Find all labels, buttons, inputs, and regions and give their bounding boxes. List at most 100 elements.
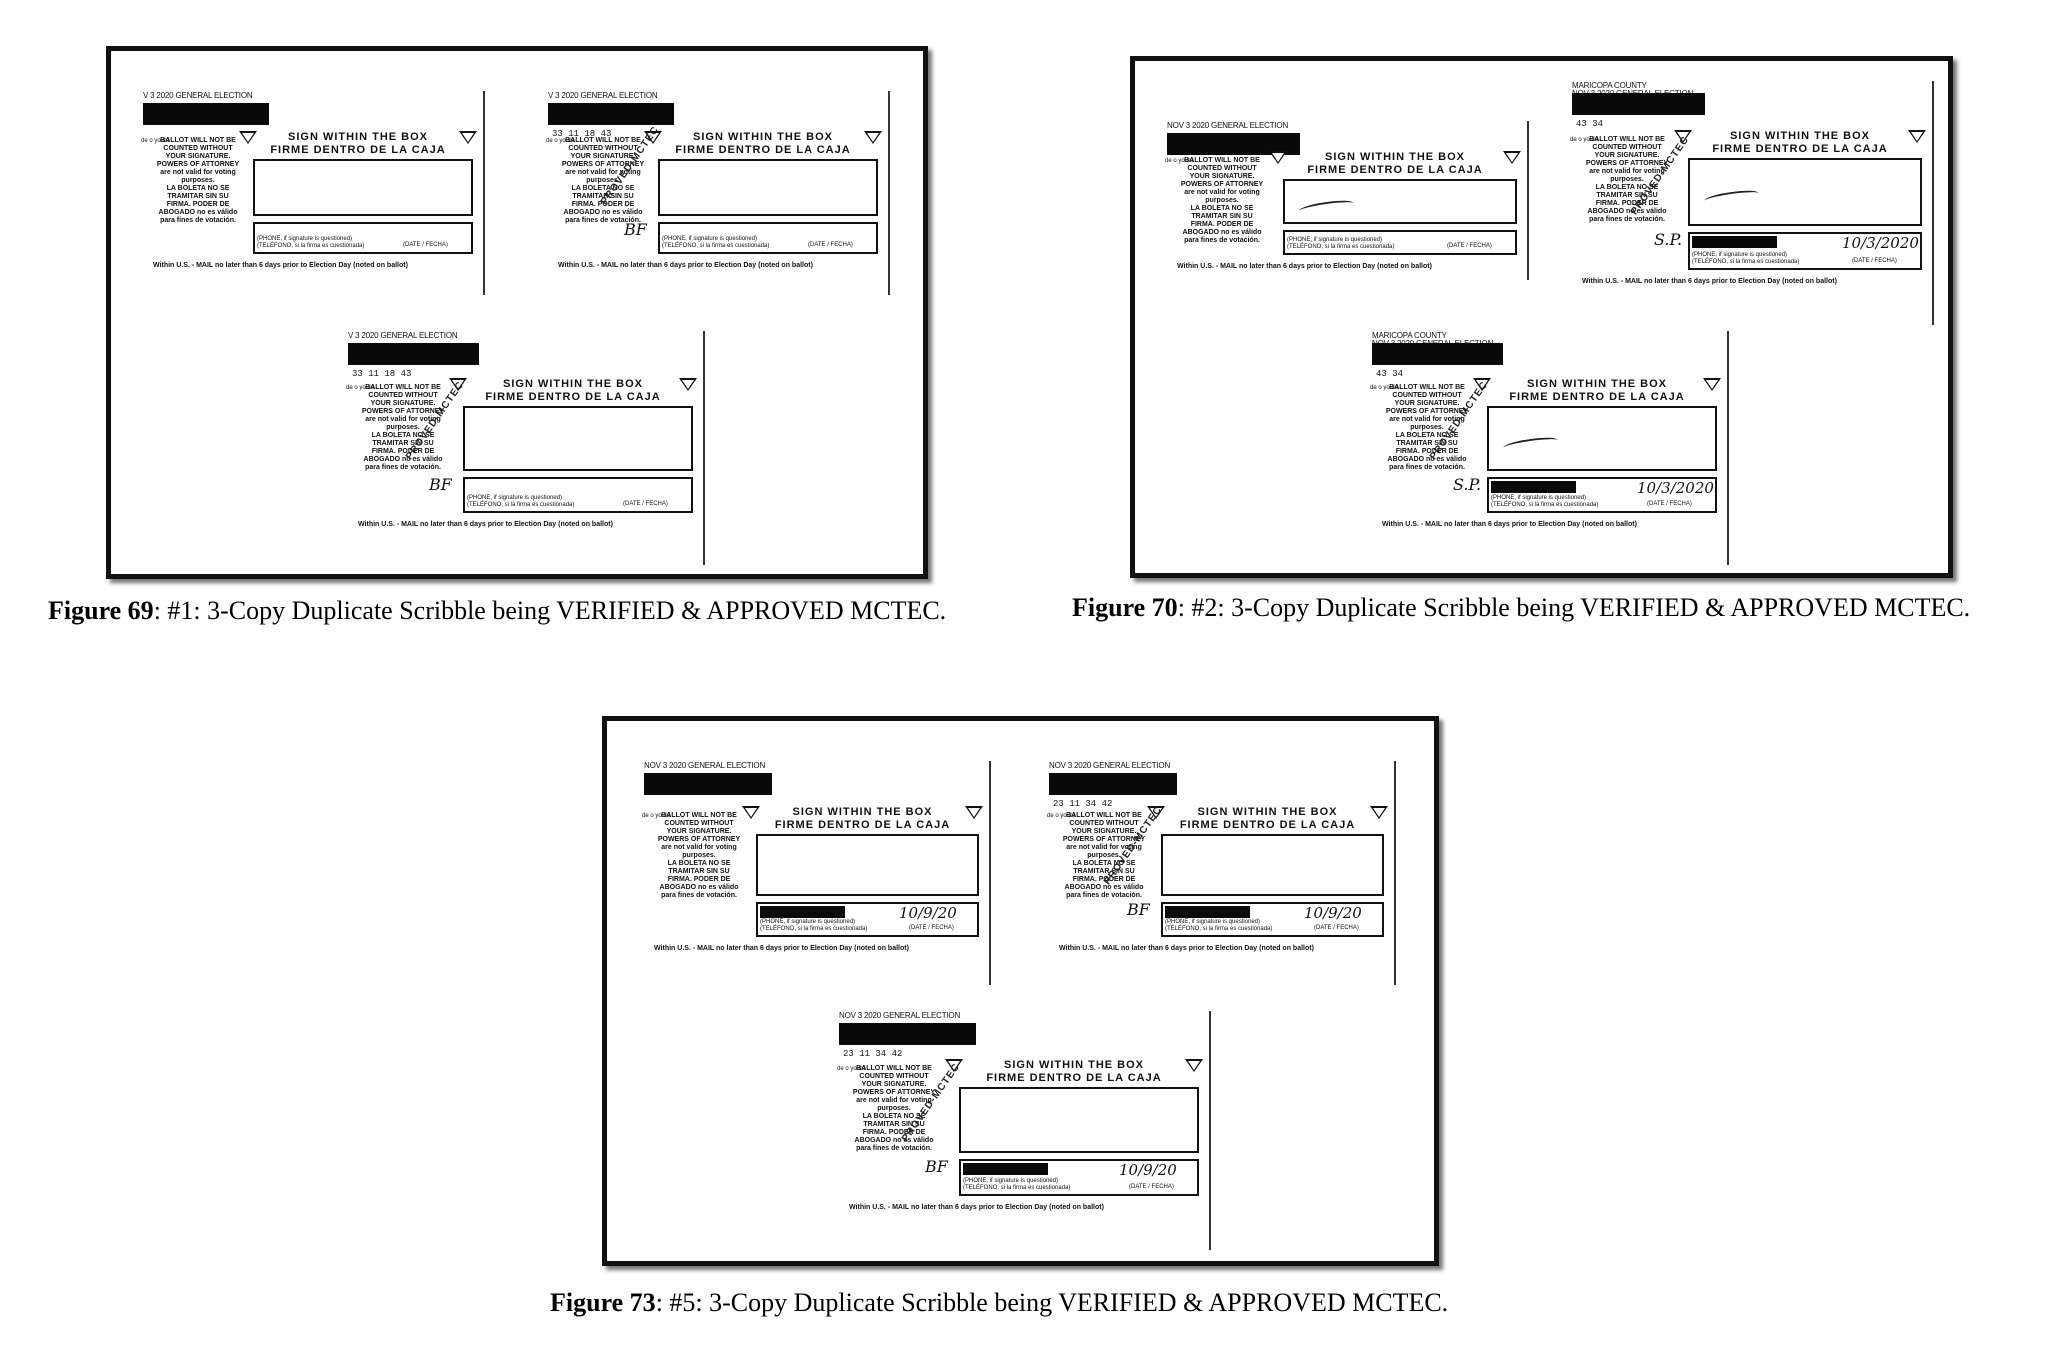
date-value: 10/3/2020 <box>1842 234 1919 252</box>
triangle-right-icon <box>1703 378 1721 391</box>
margin-text: de o yo da <box>1570 137 1599 143</box>
signature-notice-en: BALLOT WILL NOT BE COUNTED WITHOUT YOUR … <box>657 812 741 859</box>
redaction-bar <box>1572 93 1705 115</box>
margin-text: de o yo da <box>837 1066 866 1072</box>
signature-box <box>959 1087 1199 1153</box>
mailing-footer: Within U.S. - MAIL no later than 6 days … <box>849 1204 1104 1211</box>
election-header: NOV 3 2020 GENERAL ELECTION <box>1167 121 1289 130</box>
triangle-left-icon <box>239 131 257 144</box>
signature-notice-en: BALLOT WILL NOT BE COUNTED WITHOUT YOUR … <box>361 384 445 431</box>
figure-70-caption: Figure 70: #2: 3-Copy Duplicate Scribble… <box>1072 593 1970 623</box>
figure-69-caption: Figure 69: #1: 3-Copy Duplicate Scribble… <box>48 596 946 626</box>
envelope-edge <box>1727 331 1729 565</box>
phone-label: (PHONE, if signature is questioned) (TEL… <box>1491 495 1599 508</box>
triangle-left-icon <box>945 1059 963 1072</box>
signature-notice-es: LA BOLETA NO SE TRAMITAR SIN SU FIRMA. P… <box>363 432 443 471</box>
redaction-bar <box>644 773 772 795</box>
signature-box <box>756 834 979 896</box>
signature-notice-en: BALLOT WILL NOT BE COUNTED WITHOUT YOUR … <box>1062 812 1146 859</box>
date-label: (DATE / FECHA) <box>1129 1184 1174 1190</box>
county-header: MARICOPA COUNTY <box>1572 81 1647 90</box>
signature-notice-es: LA BOLETA NO SE TRAMITAR SIN SU FIRMA. P… <box>854 1113 934 1152</box>
phone-label: (PHONE, if signature is questioned) (TEL… <box>1287 237 1395 250</box>
sign-within-box-title: SIGN WITHIN THE BOX FIRME DENTRO DE LA C… <box>986 1059 1162 1084</box>
phone-date-box <box>658 222 878 254</box>
sign-within-box-title: SIGN WITHIN THE BOX FIRME DENTRO DE LA C… <box>270 131 446 156</box>
envelope-edge <box>1394 761 1396 985</box>
phone-redaction <box>1491 481 1576 493</box>
sign-within-box-title: SIGN WITHIN THE BOX FIRME DENTRO DE LA C… <box>1179 806 1356 831</box>
triangle-left-icon <box>1674 130 1692 143</box>
approver-initials: BF <box>1127 900 1150 919</box>
sign-within-box-title: SIGN WITHIN THE BOX FIRME DENTRO DE LA C… <box>675 131 851 156</box>
triangle-left-icon <box>644 131 662 144</box>
election-header: NOV 3 2020 GENERAL ELECTION <box>644 761 766 770</box>
redaction-bar <box>1049 773 1177 795</box>
triangle-left-icon <box>1269 151 1287 164</box>
signature-box <box>1161 834 1384 896</box>
serial-number: 33 11 18 43 <box>552 129 612 139</box>
approver-initials: BF <box>624 220 647 239</box>
serial-number: 23 11 34 42 <box>843 1049 903 1059</box>
phone-date-box <box>1688 232 1922 270</box>
redaction-bar <box>1167 133 1300 155</box>
phone-redaction <box>963 1163 1048 1175</box>
date-label: (DATE / FECHA) <box>1447 243 1492 249</box>
approver-initials: S.P. <box>1453 475 1482 494</box>
phone-date-box <box>1487 477 1717 513</box>
signature-box <box>1487 406 1717 471</box>
figure-70-caption-label: Figure 70 <box>1072 593 1178 622</box>
signature-notice-es: LA BOLETA NO SE TRAMITAR SIN SU FIRMA. P… <box>1182 205 1262 244</box>
phone-label: (PHONE, if signature is questioned) (TEL… <box>1165 919 1273 932</box>
phone-redaction <box>760 906 845 918</box>
phone-date-box <box>1283 230 1517 255</box>
triangle-right-icon <box>864 131 882 144</box>
serial-number: 33 11 18 43 <box>352 369 412 379</box>
envelope-fig73-2: NOV 3 2020 GENERAL ELECTION 23 11 34 42 de… <box>1047 761 1402 991</box>
signature-notice-en: BALLOT WILL NOT BE COUNTED WITHOUT YOUR … <box>1585 136 1669 183</box>
serial-number: 23 11 34 42 <box>1053 799 1113 809</box>
figure-69-caption-text: : #1: 3-Copy Duplicate Scribble being VE… <box>153 596 947 625</box>
mailing-footer: Within U.S. - MAIL no later than 6 days … <box>358 521 613 528</box>
redaction-bar <box>143 103 269 125</box>
figure-70-caption-text: : #2: 3-Copy Duplicate Scribble being VE… <box>1177 593 1971 622</box>
sign-within-box-title: SIGN WITHIN THE BOX FIRME DENTRO DE LA C… <box>774 806 951 831</box>
figure-73-caption-text: : #5: 3-Copy Duplicate Scribble being VE… <box>655 1288 1449 1317</box>
serial-number: 43 34 <box>1576 119 1604 129</box>
date-value: 10/9/20 <box>1304 904 1362 922</box>
margin-text: de o yo da <box>1370 385 1399 391</box>
serial-number: 43 34 <box>1376 369 1404 379</box>
envelope-edge <box>888 91 890 295</box>
signature-notice-en: BALLOT WILL NOT BE COUNTED WITHOUT YOUR … <box>561 137 645 184</box>
phone-date-box <box>756 902 979 937</box>
phone-date-box <box>959 1159 1199 1196</box>
date-label: (DATE / FECHA) <box>623 501 668 507</box>
triangle-right-icon <box>965 806 983 819</box>
triangle-left-icon <box>742 806 760 819</box>
triangle-right-icon <box>679 378 697 391</box>
sign-within-box-title: SIGN WITHIN THE BOX FIRME DENTRO DE LA C… <box>1509 378 1685 403</box>
election-header: NOV 3 2020 GENERAL ELECTION <box>1049 761 1171 770</box>
signature-notice-es: LA BOLETA NO SE TRAMITAR SIN SU FIRMA. P… <box>563 185 643 224</box>
phone-label: (PHONE, if signature is questioned) (TEL… <box>1692 252 1800 265</box>
phone-redaction <box>1692 236 1777 248</box>
signature-box <box>1688 158 1922 226</box>
margin-text: de o yo da <box>1165 158 1194 164</box>
phone-date-box <box>1161 902 1384 937</box>
signature-notice-en: BALLOT WILL NOT BE COUNTED WITHOUT YOUR … <box>1180 157 1264 204</box>
figure-69-caption-label: Figure 69 <box>48 596 154 625</box>
phone-label: (PHONE, if signature is questioned) (TEL… <box>257 236 365 249</box>
sign-within-box-title: SIGN WITHIN THE BOX FIRME DENTRO DE LA C… <box>1712 130 1888 155</box>
triangle-left-icon <box>1147 806 1165 819</box>
mailing-footer: Within U.S. - MAIL no later than 6 days … <box>1059 945 1314 952</box>
margin-text: de o yo da <box>1047 813 1076 819</box>
date-label: (DATE / FECHA) <box>1314 925 1359 931</box>
mailing-footer: Within U.S. - MAIL no later than 6 days … <box>1177 263 1432 270</box>
signature-notice-es: LA BOLETA NO SE TRAMITAR SIN SU FIRMA. P… <box>659 860 739 899</box>
redaction-bar <box>548 103 674 125</box>
